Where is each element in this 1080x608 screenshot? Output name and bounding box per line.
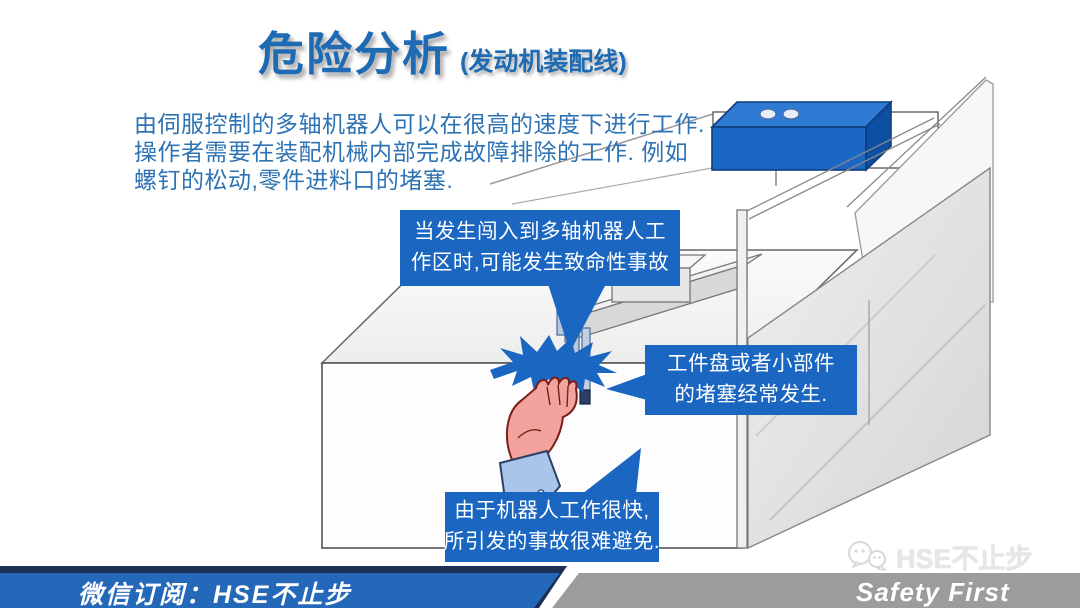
robot-tool-tip xyxy=(579,389,591,405)
callout-line: 工件盘或者小部件 xyxy=(667,352,835,376)
wall-edge xyxy=(742,117,935,214)
description-line: 螺钉的松动,零件进料口的堵塞. xyxy=(134,167,454,193)
finger-crease xyxy=(557,384,561,406)
watermark-text: HSE不止步 xyxy=(896,543,1033,574)
description-line: 操作者需要在装配机械内部完成故障排除的工作. 例如 xyxy=(134,139,689,165)
footer-subscribe-text: 微信订阅：HSE不止步 xyxy=(78,581,352,608)
control-box-front xyxy=(711,126,867,171)
deck-edge-line xyxy=(489,113,714,185)
callout-tail-robot-zone xyxy=(548,284,606,352)
callout-tail-jam xyxy=(606,374,647,400)
footer-slogan-text: Safety First xyxy=(856,577,1010,607)
control-box-top xyxy=(710,101,893,128)
callout-jam: 工件盘或者小部件 的堵塞经常发生. xyxy=(645,345,857,415)
footer-blue-bar xyxy=(0,573,560,608)
control-box-knob xyxy=(759,108,777,120)
callout-line: 由于机器人工作很快, xyxy=(454,499,650,523)
callout-fast-robot: 由于机器人工作很快, 所引发的事故很难避免. xyxy=(443,492,661,562)
wechat-icon xyxy=(848,541,888,572)
finger-crease xyxy=(566,385,569,408)
footer-gray-bar xyxy=(552,573,1080,608)
wall-edge xyxy=(846,76,987,208)
slide-title: 危险分析 (发动机装配线) xyxy=(258,18,818,84)
watermark: HSE不止步 xyxy=(846,538,1033,574)
finger-crease xyxy=(546,386,551,406)
robot-control-box xyxy=(710,100,893,172)
palm-crease xyxy=(517,429,542,439)
callout-line: 当发生闯入到多轴机器人工 xyxy=(414,220,666,244)
panel-reflection xyxy=(769,304,986,521)
title-main: 危险分析 xyxy=(258,28,450,80)
title-suffix: (发动机装配线) xyxy=(460,48,627,76)
wall-edge xyxy=(748,123,941,220)
collision-starburst xyxy=(490,335,617,392)
control-box-knob xyxy=(782,108,800,120)
callout-robot-zone: 当发生闯入到多轴机器人工 作区时,可能发生致命性事故 xyxy=(400,210,680,286)
callout-line: 所引发的事故很难避免. xyxy=(443,530,661,553)
deck-edge-line xyxy=(511,167,713,205)
callout-line: 作区时,可能发生致命性事故 xyxy=(410,251,670,274)
callout-tail-fast-robot xyxy=(582,448,641,494)
callout-line: 的堵塞经常发生. xyxy=(674,383,828,406)
description-text: 由伺服控制的多轴机器人可以在很高的速度下进行工作. 操作者需要在装配机械内部完成… xyxy=(134,110,714,194)
description-line: 由伺服控制的多轴机器人可以在很高的速度下进行工作. xyxy=(134,111,705,137)
